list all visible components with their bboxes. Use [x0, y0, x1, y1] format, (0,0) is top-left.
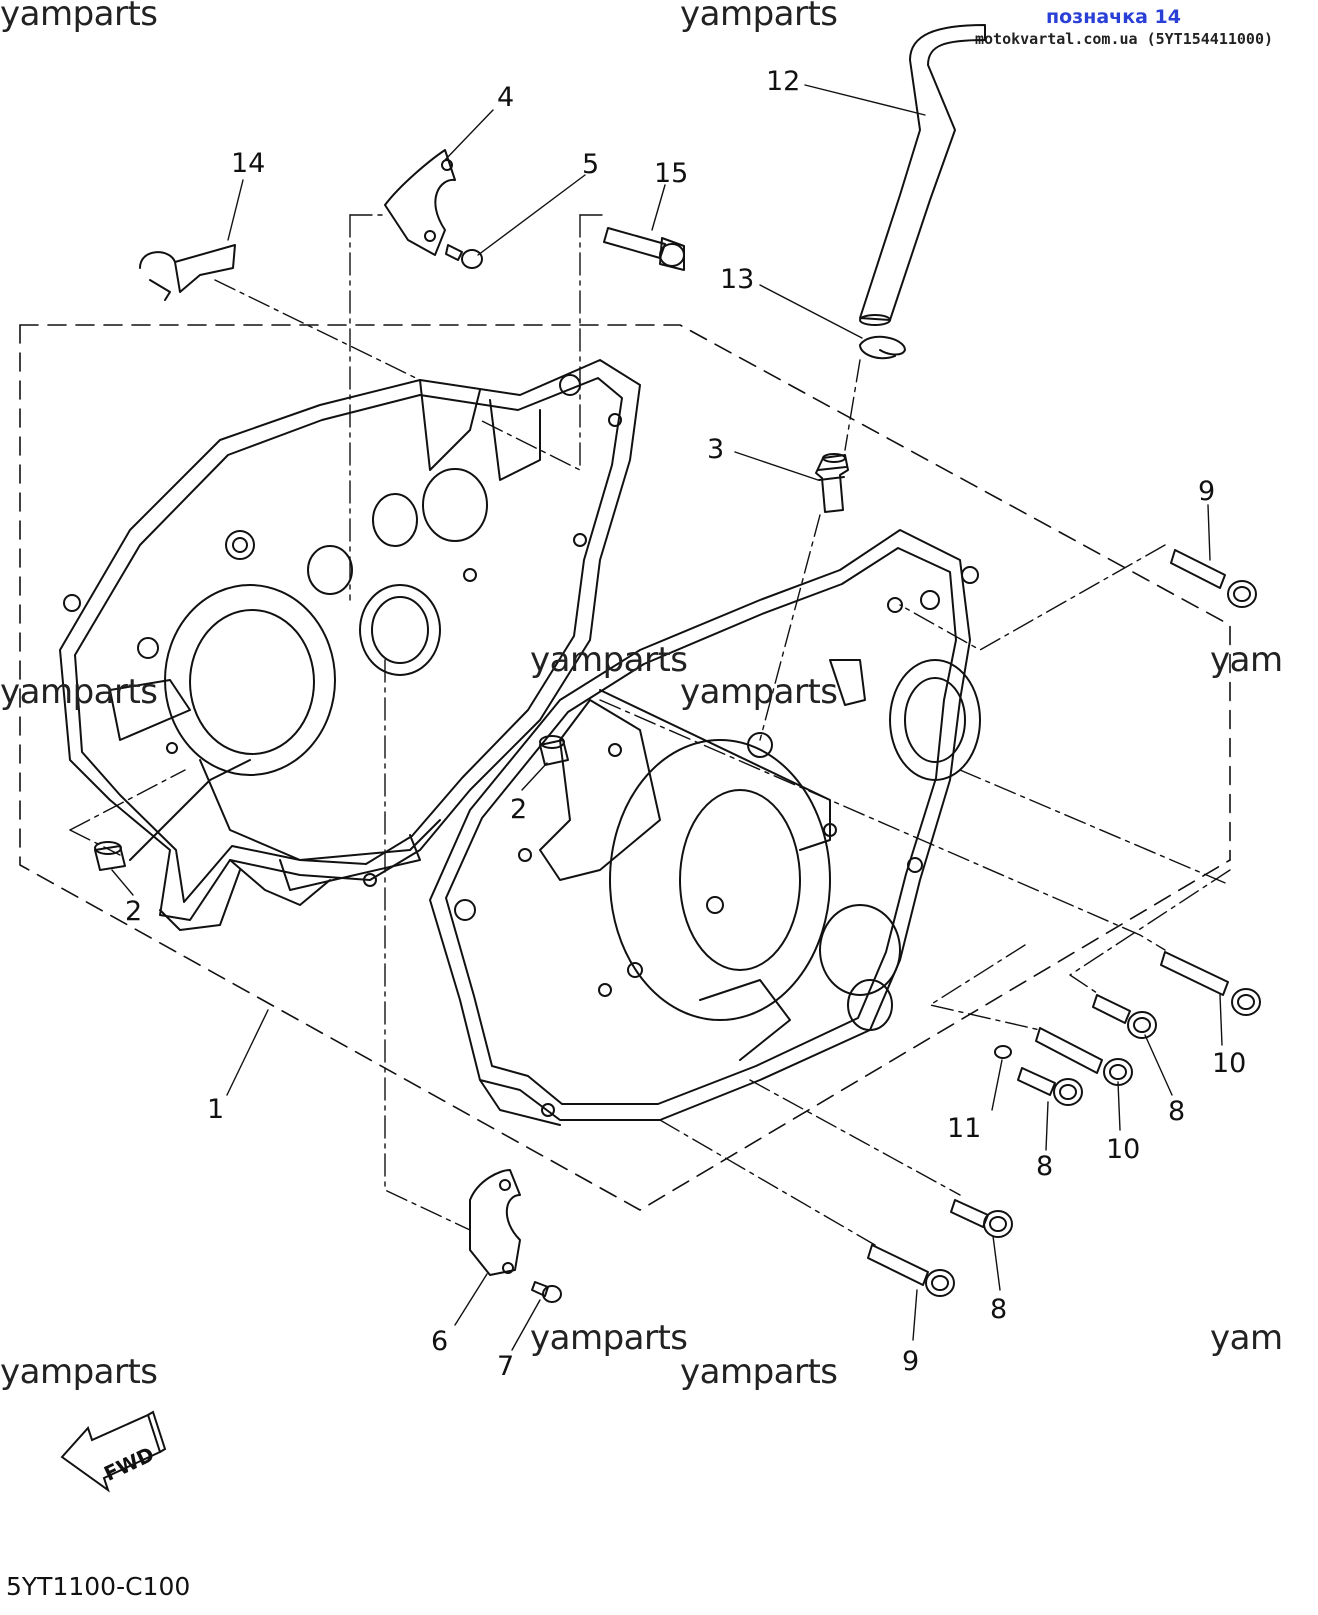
callout-13: 13 — [720, 264, 754, 295]
diagram-code: 5YT1100-C100 — [6, 1572, 191, 1601]
bolt-15 — [603, 227, 685, 271]
reference-tag: позначка 14 — [1046, 6, 1181, 28]
watermark: yamparts — [530, 640, 688, 680]
callout-11: 11 — [947, 1113, 981, 1144]
washer — [994, 1045, 1012, 1059]
bolt-8-upper — [1092, 994, 1157, 1039]
watermark: yam — [1210, 1318, 1283, 1358]
callout-8-upper: 8 — [1168, 1096, 1185, 1127]
fwd-arrow: FWD — [60, 1410, 167, 1493]
callout-2-right: 2 — [510, 794, 527, 825]
watermark: yamparts — [680, 0, 838, 34]
breather-hose — [859, 24, 986, 326]
callout-9-upper: 9 — [1198, 476, 1215, 507]
crankcase-left-half — [59, 359, 641, 931]
hose-joint — [815, 453, 849, 513]
bearing-stopper-upper — [384, 149, 456, 256]
watermark: yamparts — [530, 1318, 688, 1358]
watermark: yam — [1210, 640, 1283, 680]
callout-9-lower: 9 — [902, 1346, 919, 1377]
callout-10-lower: 10 — [1106, 1134, 1140, 1165]
callout-14: 14 — [231, 148, 265, 179]
watermark: yamparts — [680, 1352, 838, 1392]
watermark: yamparts — [0, 1352, 158, 1392]
assembly-frame-left — [19, 324, 1231, 1211]
watermark: yamparts — [0, 672, 158, 712]
screw-lower — [531, 1281, 562, 1303]
leader-lines — [69, 214, 1231, 1246]
callout-4: 4 — [497, 82, 514, 113]
bolt-9-lower — [867, 1244, 955, 1297]
hose-clip — [859, 335, 906, 360]
watermark: yamparts — [680, 672, 838, 712]
callout-10-upper: 10 — [1212, 1048, 1246, 1079]
callout-1: 1 — [207, 1094, 224, 1125]
callout-8-lower: 8 — [990, 1294, 1007, 1325]
bolt-8-middle — [1017, 1067, 1083, 1106]
bearing-stopper-lower — [469, 1169, 521, 1276]
screw-upper — [445, 244, 483, 269]
crankcase-right-half — [429, 529, 981, 1126]
callout-numbers: 1 2 2 3 4 5 6 7 8 8 8 9 9 10 10 11 12 13… — [125, 66, 1246, 1382]
callout-7: 7 — [497, 1351, 514, 1382]
watermark: yamparts — [0, 0, 158, 34]
source-reference: motokvartal.com.ua (5YT154411000) — [975, 30, 1274, 48]
bolt-8-lower — [950, 1199, 1013, 1238]
callout-15: 15 — [654, 158, 688, 189]
callout-3: 3 — [707, 434, 724, 465]
callout-12: 12 — [766, 66, 800, 97]
clip — [139, 244, 236, 301]
callout-6: 6 — [431, 1326, 448, 1357]
callout-2-left: 2 — [125, 896, 142, 927]
callout-leaders — [111, 84, 1223, 1351]
dowel-pin — [94, 735, 569, 871]
bolts — [603, 227, 1261, 1297]
callout-8-middle: 8 — [1036, 1151, 1053, 1182]
callout-5: 5 — [582, 149, 599, 180]
bolt-9-upper — [1170, 549, 1257, 608]
bolt-10-upper — [1160, 951, 1261, 1016]
bolt-10-lower — [1035, 1027, 1133, 1086]
